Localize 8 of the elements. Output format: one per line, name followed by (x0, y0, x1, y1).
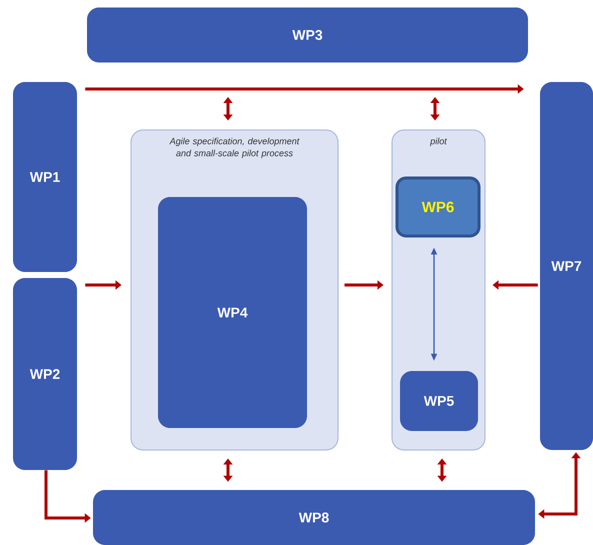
work-package-box: WP4 (158, 197, 307, 428)
work-package-box: WP8 (93, 490, 535, 545)
work-package-box: WP1 (13, 82, 77, 272)
work-package-box: WP3 (87, 8, 528, 62)
work-package-box: WP5 (400, 371, 478, 431)
work-package-box: WP6 (396, 176, 480, 238)
work-package-box: WP7 (540, 82, 593, 450)
work-package-box: WP2 (13, 278, 77, 470)
